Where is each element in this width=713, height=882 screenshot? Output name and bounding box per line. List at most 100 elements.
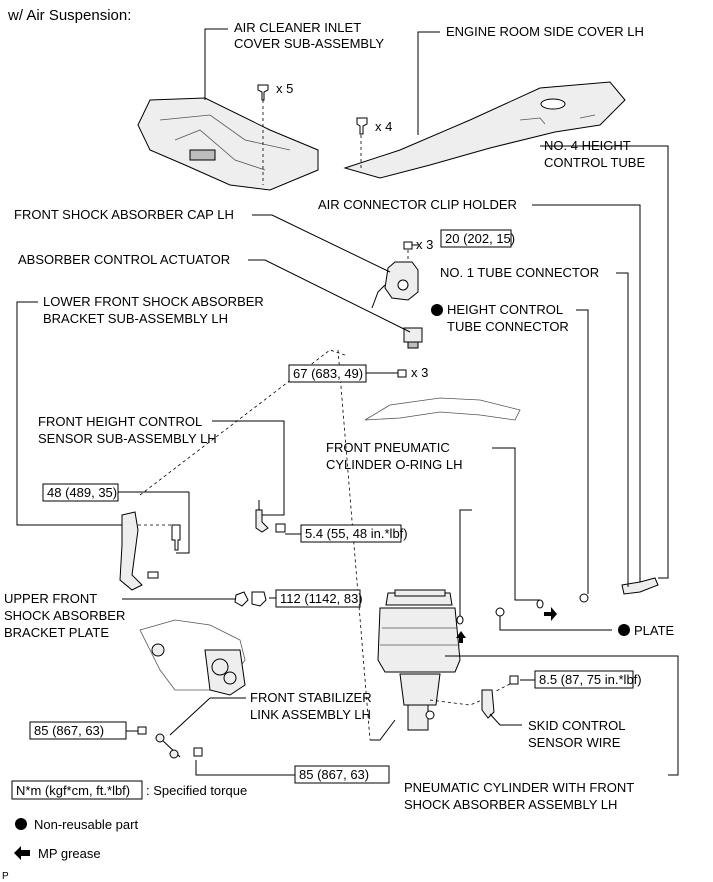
label-pneumatic-cylinder-2: SHOCK ABSORBER ASSEMBLY LH [404,797,617,812]
label-absorber-control-actuator: ABSORBER CONTROL ACTUATOR [18,252,230,267]
legend-grease: MP grease [38,846,101,861]
quantity-x4: x 4 [375,119,392,134]
footer-code: P [2,871,9,882]
legend-torque-unit: N*m (kgf*cm, ft.*lbf) [16,783,130,798]
assembly-guide-line [139,349,346,496]
torque-value-85-bottom: 85 (867, 63) [299,767,369,782]
torque-box [288,364,367,383]
nut-part [397,369,407,378]
o-ring-part [536,599,544,609]
label-air-cleaner-inlet-cover: AIR CLEANER INLET [234,20,361,35]
upper-bracket-plate-part [234,591,267,607]
label-no4-height-control-tube: NO. 4 HEIGHT [544,138,631,153]
label-engine-room-side-cover: ENGINE ROOM SIDE COVER LH [446,24,644,39]
label-pneumatic-cylinder: PNEUMATIC CYLINDER WITH FRONT [404,780,634,795]
quantity-x3-nut: x 3 [411,365,428,380]
label-upper-bracket-plate-2: SHOCK ABSORBER [4,608,125,623]
torque-value-cap: 20 (202, 15) [445,231,515,246]
label-upper-bracket-plate: UPPER FRONT [4,591,97,606]
leader-line [252,214,391,273]
label-air-cleaner-inlet-cover-2: COVER SUB-ASSEMBLY [234,36,384,51]
leader-line [445,655,679,776]
torque-value-5-4: 5.4 (55, 48 in.*lbf) [305,526,408,541]
leader-line [195,760,295,776]
leader-line [492,447,540,601]
leader-line [370,719,396,741]
legend-nonreusable: Non-reusable part [34,817,138,832]
legend-torque-box [11,780,143,800]
torque-box [29,721,127,740]
clip-fastener-part [257,84,269,185]
lower-arm-knuckle-part [139,619,246,696]
torque-value-67: 67 (683, 49) [293,366,363,381]
label-no1-tube-connector: NO. 1 TUBE CONNECTOR [440,265,599,280]
skid-sensor-bracket-part [429,675,519,719]
torque-value-8-5: 8.5 (87, 75 in.*lbf) [539,672,642,687]
diagram-title: w/ Air Suspension: [7,7,131,24]
leader-line [417,31,440,135]
label-lower-bracket-2: BRACKET SUB-ASSEMBLY LH [43,311,228,326]
torque-box [300,524,402,543]
non-reusable-legend-icon [15,818,27,830]
absorber-control-actuator-part [403,327,423,349]
label-skid-control-sensor-wire: SKID CONTROL [528,718,626,733]
label-height-control-sensor: FRONT HEIGHT CONTROL [38,414,202,429]
air-cleaner-inlet-cover-part [137,97,319,191]
label-plate: PLATE [634,623,675,638]
label-height-control-sensor-2: SENSOR SUB-ASSEMBLY LH [38,431,217,446]
leader-line [616,272,629,587]
legend-torque-desc: : Specified torque [146,783,247,798]
stabilizer-link-part [137,726,203,759]
leader-line [212,420,285,516]
mp-grease-legend-icon [14,846,30,860]
label-o-ring: FRONT PNEUMATIC [326,440,450,455]
quantity-x5: x 5 [276,81,293,96]
leader-line [576,309,589,594]
torque-value-85-left: 85 (867, 63) [34,723,104,738]
body-panel-outline [364,397,521,421]
leader-line [16,301,122,526]
label-front-shock-absorber-cap: FRONT SHOCK ABSORBER CAP LH [14,207,234,222]
front-shock-absorber-cap-part [371,241,419,309]
leader-line [489,713,522,726]
leader-line [499,616,612,631]
leader-line [532,204,641,582]
plate-part [495,607,505,617]
label-stabilizer-link-2: LINK ASSEMBLY LH [250,707,371,722]
label-stabilizer-link: FRONT STABILIZER [250,690,372,705]
non-reusable-marker-icon [618,624,630,636]
clip-fastener-part [356,117,368,170]
torque-value-112: 112 (1142, 83) [280,591,363,606]
label-lower-bracket: LOWER FRONT SHOCK ABSORBER [43,294,264,309]
leader-line [169,697,246,736]
torque-box [534,670,634,689]
torque-box [275,589,361,608]
leader-line [459,509,472,616]
mp-grease-marker-icon [456,631,466,643]
torque-box [294,765,390,784]
pneumatic-cylinder-part [377,589,461,731]
quantity-x3-cap: x 3 [416,237,433,252]
connector-part [579,593,589,603]
lower-bracket-part [119,511,181,591]
label-air-connector-clip-holder: AIR CONNECTOR CLIP HOLDER [318,197,517,212]
label-skid-control-sensor-wire-2: SENSOR WIRE [528,735,621,750]
leader-line [248,259,411,333]
engine-room-side-cover-part [343,81,626,179]
leader-line [540,145,669,579]
leader-line [176,492,190,554]
height-control-sensor-part [255,500,286,533]
label-height-control-tube-connector: HEIGHT CONTROL [447,302,563,317]
label-o-ring-2: CYLINDER O-RING LH [326,457,463,472]
leader-line [204,28,228,100]
label-no4-height-control-tube-2: CONTROL TUBE [544,155,645,170]
label-height-control-tube-connector-2: TUBE CONNECTOR [447,319,569,334]
assembly-guide-line [337,349,371,741]
o-ring-part [456,615,464,625]
label-upper-bracket-plate-3: BRACKET PLATE [4,625,109,640]
torque-value-48: 48 (489, 35) [47,485,117,500]
mp-grease-marker-icon [544,607,557,621]
torque-box [440,229,512,248]
